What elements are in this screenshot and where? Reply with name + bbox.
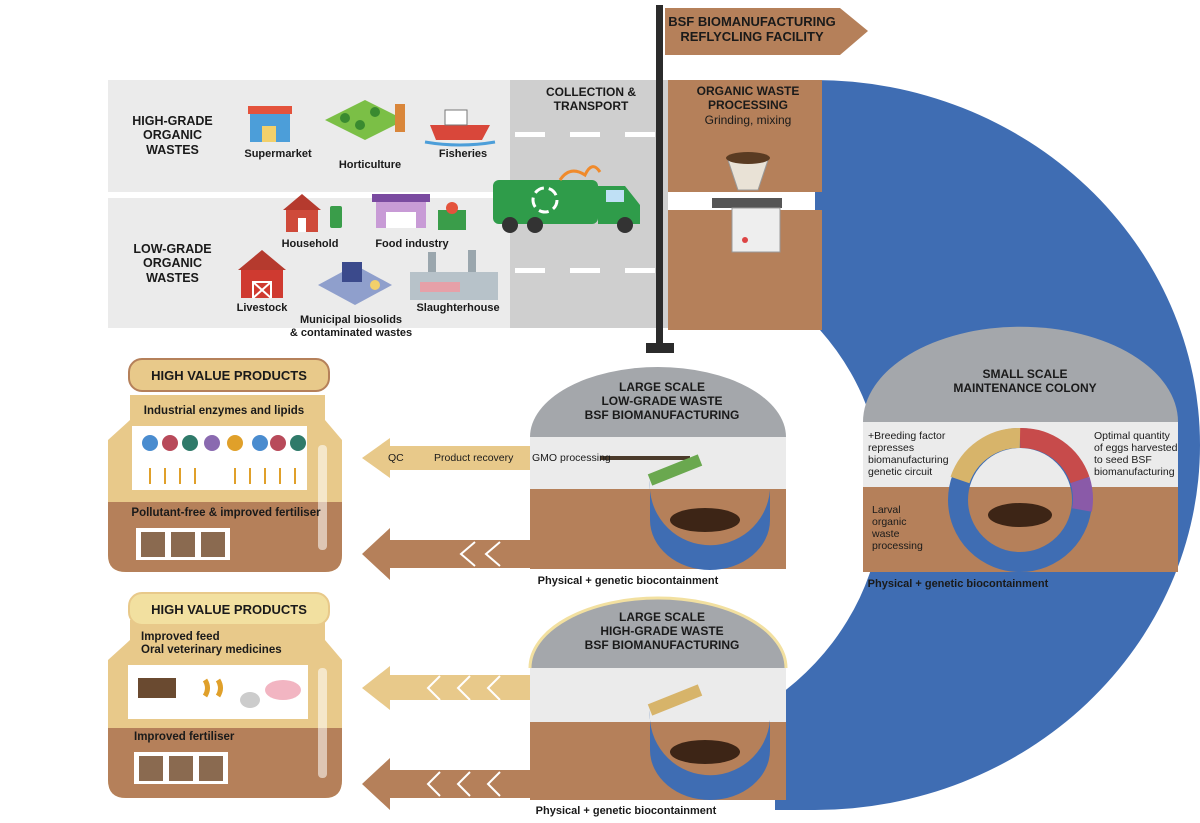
livestock-icon	[238, 250, 286, 299]
products-bottom-upper-label: Improved feed Oral veterinary medicines	[141, 631, 282, 657]
products-top-lower-label: Pollutant-free & improved fertiliser	[131, 507, 321, 519]
products-top-title: HIGH VALUE PRODUCTS	[128, 358, 330, 392]
gmo-processing-step: GMO processing	[532, 452, 611, 464]
high-grade-facility	[528, 596, 788, 800]
road-markings	[515, 132, 655, 273]
high-grade-caption: Physical + genetic biocontainment	[535, 805, 717, 817]
colony-eggs-note: Optimal quantity of eggs harvested to se…	[1094, 430, 1178, 479]
signpost-pole	[656, 5, 663, 345]
food-industry-label: Food industry	[375, 238, 449, 250]
processing-flow-path	[668, 80, 822, 192]
household-label: Household	[281, 238, 339, 250]
low-grade-caption: Physical + genetic biocontainment	[537, 575, 719, 587]
qc-step: QC	[388, 452, 404, 464]
facility-sign-label: BSF BIOMANUFACTURING REFLYCLING FACILITY	[668, 14, 836, 44]
supermarket-label: Supermarket	[244, 148, 312, 160]
processing-label: ORGANIC WASTE PROCESSING Grinding, mixin…	[696, 84, 800, 127]
horticulture-label: Horticulture	[338, 159, 402, 171]
high-grade-label: HIGH-GRADE ORGANIC WASTES	[132, 114, 213, 157]
low-grade-label: LOW-GRADE ORGANIC WASTES	[133, 242, 212, 285]
high-grade-facility-title: LARGE SCALE HIGH-GRADE WASTE BSF BIOMANU…	[584, 610, 740, 652]
horticulture-icon	[325, 100, 405, 140]
facility-sign	[665, 8, 868, 55]
product-recovery-arrow-top	[362, 438, 530, 580]
product-recovery-arrow-bottom	[362, 666, 530, 810]
fisheries-icon	[424, 109, 496, 147]
products-top-upper-label: Industrial enzymes and lipids	[143, 405, 305, 417]
slaughterhouse-label: Slaughterhouse	[416, 302, 500, 314]
product-recovery-step: Product recovery	[434, 452, 514, 464]
grinder-icon	[712, 152, 782, 253]
livestock-label: Livestock	[236, 302, 288, 314]
products-bottom-title: HIGH VALUE PRODUCTS	[128, 592, 330, 626]
supermarket-icon	[248, 106, 292, 142]
products-jar-bottom	[108, 620, 342, 798]
low-grade-facility-title: LARGE SCALE LOW-GRADE WASTE BSF BIOMANUF…	[584, 380, 740, 422]
fisheries-label: Fisheries	[438, 148, 488, 160]
maintenance-colony	[863, 326, 1178, 572]
slaughterhouse-icon	[410, 250, 498, 300]
municipal-biosolids-icon	[318, 262, 392, 305]
low-grade-facility	[530, 367, 786, 570]
products-bottom-lower-label: Improved fertiliser	[134, 731, 235, 743]
colony-title: SMALL SCALE MAINTENANCE COLONY	[953, 367, 1097, 395]
collection-label: COLLECTION & TRANSPORT	[546, 85, 636, 113]
products-jar-top	[108, 395, 342, 572]
household-icon	[283, 194, 342, 232]
food-industry-icon	[372, 194, 466, 230]
municipal-label: Municipal biosolids & contaminated waste…	[289, 314, 413, 339]
colony-breeding-note: +Breeding factor represses biomanufactur…	[868, 430, 949, 479]
garbage-truck-icon	[493, 165, 640, 233]
colony-caption: Physical + genetic biocontainment	[867, 578, 1049, 590]
colony-larval-note: Larval organic waste processing	[872, 504, 923, 553]
